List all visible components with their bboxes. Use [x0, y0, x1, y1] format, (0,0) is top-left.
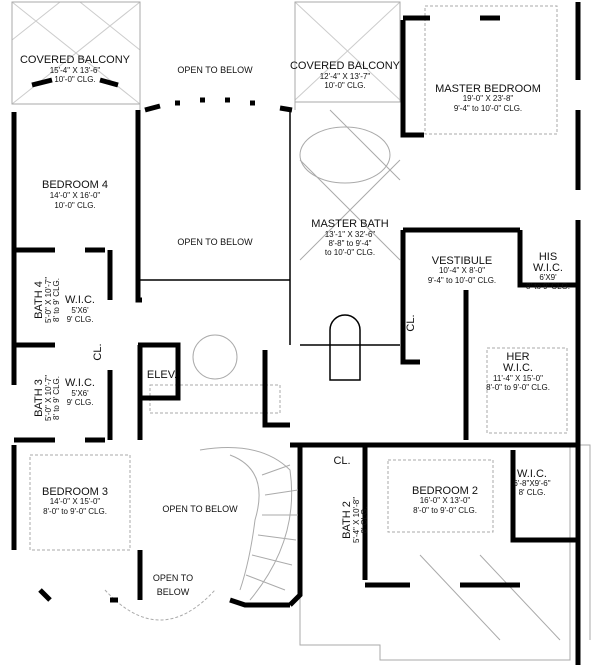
label-open-stair: OPEN TO BELOW: [162, 504, 238, 514]
svg-text:8' CLG.: 8' CLG.: [519, 488, 546, 497]
label-wic-3: W.I.C. 5'X6' 9' CLG.: [65, 377, 95, 407]
svg-text:to 10'-0" CLG.: to 10'-0" CLG.: [325, 248, 375, 257]
svg-text:10'-0" CLG.: 10'-0" CLG.: [54, 75, 95, 84]
svg-text:HIS: HIS: [539, 251, 557, 263]
label-bedroom-4: BEDROOM 4 14'-0" X 16'-0" 10'-0" CLG.: [42, 179, 108, 210]
svg-text:W.I.C.: W.I.C.: [503, 362, 533, 374]
label-master-bath: MASTER BATH 13'-1" X 32'-6" 8'-8" to 9'-…: [311, 218, 388, 257]
svg-text:15'-4" X 13'-6": 15'-4" X 13'-6": [50, 66, 101, 75]
svg-text:BELOW: BELOW: [157, 587, 190, 597]
label-closet-hall: CL.: [333, 455, 350, 467]
svg-text:8'-0" to 9'-0" CLG.: 8'-0" to 9'-0" CLG.: [413, 506, 477, 515]
svg-text:8'-0" to 9'-0" CLG.: 8'-0" to 9'-0" CLG.: [43, 507, 107, 516]
svg-text:11'-4" X 15'-0": 11'-4" X 15'-0": [493, 374, 543, 383]
label-covered-balcony-left: COVERED BALCONY 15'-4" X 13'-6" 10'-0" C…: [20, 54, 131, 84]
svg-text:W.I.C.: W.I.C.: [533, 262, 563, 274]
svg-text:10'-0" CLG.: 10'-0" CLG.: [54, 201, 95, 210]
svg-text:10'-0" CLG.: 10'-0" CLG.: [324, 81, 365, 90]
label-master-bedroom: MASTER BEDROOM 19'-0" X 23'-8" 9'-4" to …: [435, 83, 541, 113]
label-bath-4: BATH 4 5'-0" X 10'-7" 8' to 9' CLG.: [33, 277, 61, 323]
svg-text:6'X9': 6'X9': [539, 273, 557, 282]
svg-text:14'-0" X 15'-0": 14'-0" X 15'-0": [50, 497, 101, 506]
label-bedroom-3: BEDROOM 3 14'-0" X 15'-0" 8'-0" to 9'-0"…: [42, 486, 108, 516]
svg-text:5'X6': 5'X6': [71, 389, 89, 398]
label-open-top: OPEN TO BELOW: [177, 65, 253, 75]
svg-text:VESTIBULE: VESTIBULE: [432, 255, 493, 267]
label-open-bay: OPEN TO BELOW: [153, 573, 193, 597]
svg-text:5'-0" X 10'-7": 5'-0" X 10'-7": [44, 375, 53, 421]
svg-text:9' CLG.: 9' CLG.: [67, 398, 94, 407]
label-bath-3: BATH 3 5'-0" X 10'-7" 8' to 9' CLG.: [33, 375, 61, 421]
svg-text:MASTER BATH: MASTER BATH: [311, 218, 388, 230]
label-bath-2: BATH 2 5'-4" X 10'-8" 8' CLG.: [341, 497, 369, 543]
label-open-center: OPEN TO BELOW: [177, 237, 253, 247]
svg-text:W.I.C.: W.I.C.: [65, 294, 95, 306]
svg-text:14'-0" X 16'-0": 14'-0" X 16'-0": [50, 191, 101, 200]
svg-text:BEDROOM 4: BEDROOM 4: [42, 179, 108, 191]
label-wic-2: W.I.C. 6'-8"X9'-6" 8' CLG.: [513, 468, 550, 497]
svg-text:5'-4" X 10'-8": 5'-4" X 10'-8": [352, 497, 361, 543]
ceiling-outlines: [29, 5, 568, 551]
label-elevator: ELEV.: [147, 369, 177, 381]
walls: [11, 2, 581, 665]
svg-text:10'-4" X 8'-0": 10'-4" X 8'-0": [439, 266, 485, 275]
label-his-wic: HIS W.I.C. 6'X9' 8' to 9' CLG.: [526, 251, 570, 291]
label-covered-balcony-mid: COVERED BALCONY 12'-4" X 13'-7" 10'-0" C…: [290, 60, 401, 90]
svg-text:8' to 9' CLG.: 8' to 9' CLG.: [52, 278, 61, 322]
label-bedroom-2: BEDROOM 2 16'-0" X 13'-0" 8'-0" to 9'-0"…: [412, 485, 478, 515]
label-closet-vestibule: CL.: [405, 314, 417, 331]
svg-text:6'-8"X9'-6": 6'-8"X9'-6": [513, 479, 550, 488]
svg-text:9'-4" to 10'-0" CLG.: 9'-4" to 10'-0" CLG.: [428, 276, 496, 285]
label-vestibule: VESTIBULE 10'-4" X 8'-0" 9'-4" to 10'-0"…: [428, 255, 496, 285]
svg-text:5'-0" X 10'-7": 5'-0" X 10'-7": [44, 277, 53, 323]
svg-text:8'-8" to 9'-4": 8'-8" to 9'-4": [329, 239, 372, 248]
svg-text:13'-1" X 32'-6": 13'-1" X 32'-6": [325, 230, 376, 239]
svg-text:COVERED BALCONY: COVERED BALCONY: [290, 60, 401, 72]
svg-text:8'-0" to 9'-0" CLG.: 8'-0" to 9'-0" CLG.: [486, 383, 550, 392]
svg-text:BEDROOM 2: BEDROOM 2: [412, 485, 478, 497]
label-closet-left: CL.: [92, 343, 104, 360]
svg-text:BATH 3: BATH 3: [33, 379, 45, 417]
svg-text:BEDROOM 3: BEDROOM 3: [42, 486, 108, 498]
svg-text:19'-0" X 23'-8": 19'-0" X 23'-8": [463, 94, 514, 103]
svg-text:BATH 2: BATH 2: [341, 501, 353, 539]
svg-text:8' to 9' CLG.: 8' to 9' CLG.: [52, 376, 61, 420]
svg-text:MASTER BEDROOM: MASTER BEDROOM: [435, 83, 541, 95]
svg-text:W.I.C.: W.I.C.: [517, 468, 547, 480]
svg-text:8' to 9' CLG.: 8' to 9' CLG.: [526, 282, 570, 291]
svg-text:5'X6': 5'X6': [71, 306, 89, 315]
svg-text:9'-4" to 10'-0" CLG.: 9'-4" to 10'-0" CLG.: [454, 104, 522, 113]
svg-text:9' CLG.: 9' CLG.: [67, 315, 94, 324]
label-wic-4: W.I.C. 5'X6' 9' CLG.: [65, 294, 95, 324]
spiral-stair: [199, 447, 299, 601]
interior-lines: [140, 109, 401, 381]
svg-text:16'-0" X 13'-0": 16'-0" X 13'-0": [420, 496, 471, 505]
svg-text:W.I.C.: W.I.C.: [65, 377, 95, 389]
svg-text:12'-4" X 13'-7": 12'-4" X 13'-7": [320, 72, 371, 81]
svg-text:BATH 4: BATH 4: [33, 281, 45, 319]
svg-text:8' CLG.: 8' CLG.: [360, 507, 369, 534]
svg-text:OPEN TO: OPEN TO: [153, 573, 193, 583]
svg-text:HER: HER: [506, 351, 529, 363]
label-her-wic: HER W.I.C. 11'-4" X 15'-0" 8'-0" to 9'-0…: [486, 351, 550, 392]
svg-text:COVERED BALCONY: COVERED BALCONY: [20, 54, 131, 66]
